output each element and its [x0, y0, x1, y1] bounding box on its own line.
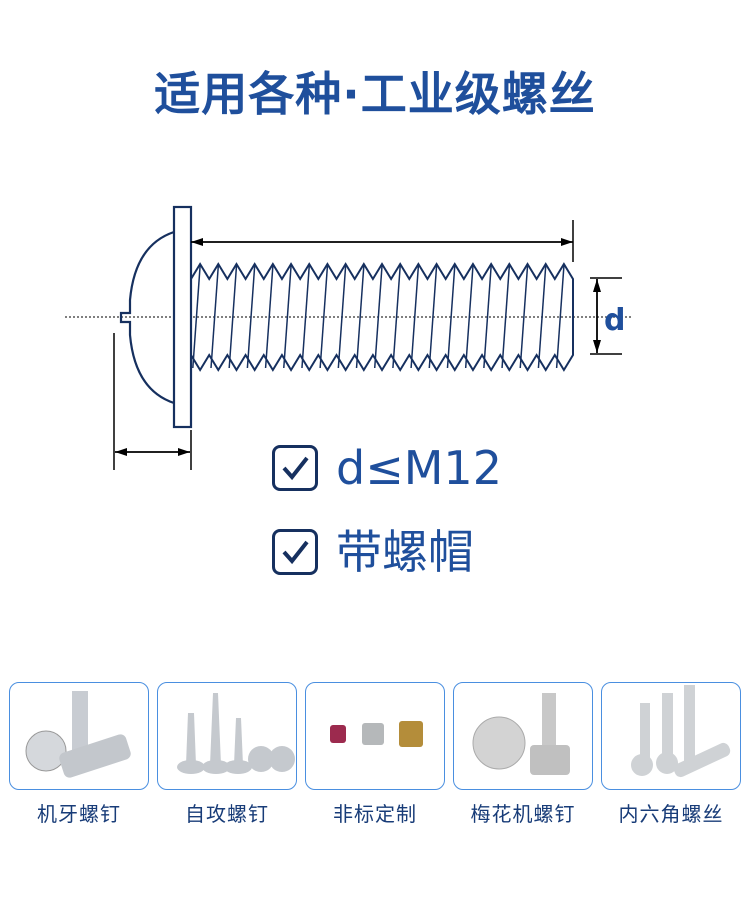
thread-line: [337, 265, 347, 369]
feature-text: d≤M12: [336, 441, 502, 495]
thread-line: [228, 265, 238, 369]
category-card[interactable]: [9, 682, 149, 790]
screw-thread: [190, 262, 574, 372]
self-tapping-screw-photo: [177, 693, 295, 774]
checkbox-checked-icon: [272, 529, 318, 575]
thread-line: [501, 265, 511, 369]
machine-screw-photo: [25, 691, 131, 778]
hex-socket-screw-photo: [631, 685, 731, 778]
screw-diagram: d: [65, 205, 632, 470]
thread-line: [283, 265, 292, 369]
category-card[interactable]: [305, 682, 445, 790]
phillips-machine-screw-photo: [472, 693, 570, 775]
category-card[interactable]: [601, 682, 741, 790]
feature-with-nut: 带螺帽: [272, 527, 474, 577]
page-title: 适用各种·工业级螺丝: [154, 67, 596, 121]
thread-line: [410, 265, 420, 369]
screw-washer: [172, 205, 193, 429]
custom-part-photo: [330, 721, 423, 747]
diameter-label: d: [604, 303, 625, 338]
thread-line: [319, 265, 329, 369]
category-label: 自攻螺钉: [185, 802, 269, 826]
thread-line: [519, 265, 529, 369]
thread-line: [264, 265, 274, 369]
thread-line: [537, 265, 547, 369]
thread-line: [373, 265, 383, 369]
category-card[interactable]: [157, 682, 297, 790]
thread-line: [192, 265, 201, 369]
thread-line: [355, 265, 365, 369]
category-label: 内六角螺丝: [618, 802, 724, 826]
thread-line: [446, 265, 456, 369]
thread-line: [246, 265, 256, 369]
thread-line: [392, 265, 401, 369]
thread-line: [210, 265, 220, 369]
category-label: 非标定制: [333, 802, 417, 826]
category-label: 机牙螺钉: [37, 802, 121, 826]
thread-line: [464, 265, 474, 369]
category-card[interactable]: [453, 682, 593, 790]
thread-line: [301, 265, 310, 369]
checkbox-checked-icon: [272, 445, 318, 491]
thread-line: [428, 265, 438, 369]
feature-diameter: d≤M12: [272, 443, 502, 493]
category-label: 梅花机螺钉: [470, 802, 576, 826]
thread-line: [483, 265, 492, 369]
thread-line: [555, 265, 565, 369]
feature-text: 带螺帽: [336, 525, 474, 579]
screw-head-dome: [119, 230, 175, 405]
